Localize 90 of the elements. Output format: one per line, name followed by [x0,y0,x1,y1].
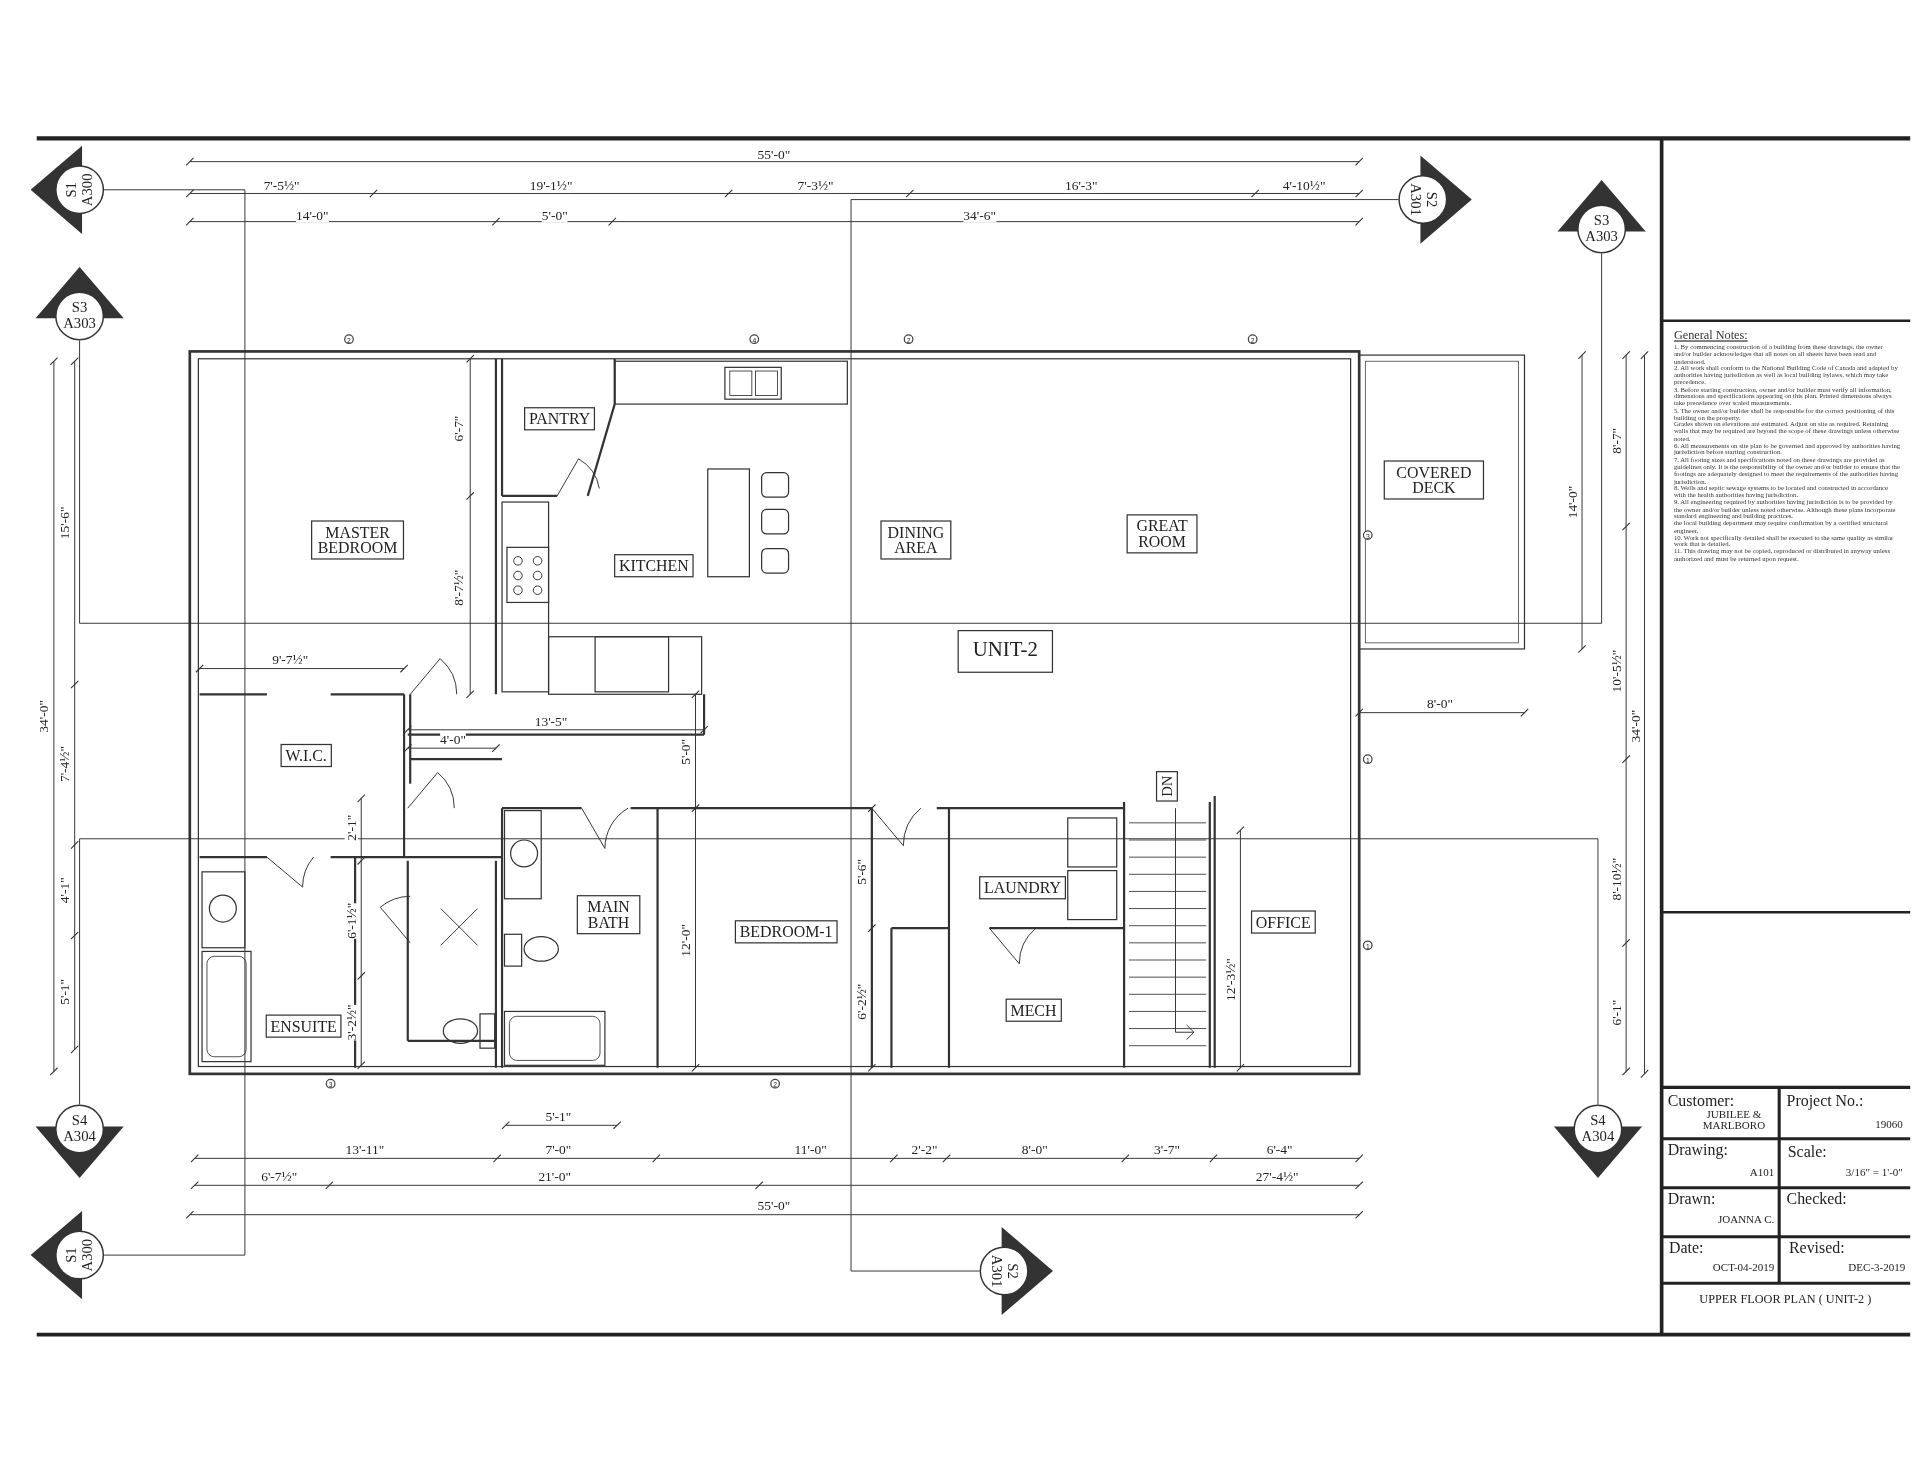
section-cut-line [103,189,246,1256]
dimension-label: 5'-1" [58,978,72,1005]
room-label: UNIT-2 [957,630,1054,673]
dimension-label: 2'-2" [911,1143,938,1157]
dimension-label: 8'-0" [1427,697,1453,711]
dimension-label: 12'-0" [679,924,693,957]
field-heading: Customer: [1667,1092,1735,1109]
sheet-number: A300 [79,1238,95,1272]
dimension-label: 6'-7" [452,415,466,442]
dimension-label: 7'-4½" [58,746,72,783]
dimension-label: 7'-5½" [263,179,300,193]
dimension-label: 16'-3" [1064,179,1098,193]
section-number: S2 [1004,1263,1020,1279]
dimension-label: 7'-0" [545,1143,572,1157]
dimension-label: 27'-4½" [1255,1170,1299,1184]
section-cut-line [79,253,1603,624]
dimension-label: 19'-1½" [529,179,573,193]
sheet-number: A301 [988,1254,1005,1288]
field-value: 19060 [1875,1119,1903,1131]
sheet-number: A304 [1581,1129,1615,1145]
notes-heading: General Notes: [1673,328,1749,342]
dimension-label: 5'-6" [855,858,869,885]
room-label: LAUNDRY [979,876,1066,900]
dimension-label: 4'-1" [58,877,72,904]
dimension-label: 3'-2½" [344,1004,359,1041]
room-label: KITCHEN [614,554,694,578]
dimension-label: 11'-0" [794,1143,827,1157]
dimension-label: 21'-0" [538,1170,571,1184]
dimension-label: 6'-1½" [344,902,359,939]
field-value: JOANNA C. [1717,1214,1775,1226]
sheet-number: A304 [63,1129,96,1145]
dimension-label: 12'-3½" [1223,958,1238,1001]
dimension-label: 4'-10½" [1282,179,1326,193]
field-heading: Scale: [1787,1143,1827,1160]
room-label: W.I.C. [280,743,332,768]
field-heading: Revised: [1789,1239,1845,1256]
room-label: MECH [1005,998,1062,1022]
dimension-label: 13'-11" [345,1143,385,1157]
field-value: DEC-3-2019 [1848,1262,1906,1274]
dimension-label: 6'-2½" [855,983,869,1020]
section-number: S1 [64,1247,80,1263]
stair-direction-label: DN [1155,770,1178,802]
dimension-label: 7'-3½" [797,179,834,193]
field-heading: Project No.: [1786,1092,1864,1109]
room-label: OFFICE [1250,910,1316,934]
dimension-label: 34'-0" [1629,709,1643,743]
dimension-label: 3'-7" [1154,1143,1180,1157]
sheet-number: A301 [1407,183,1423,216]
dimension-label: 8'-10½" [1609,857,1624,901]
dimension-label: 8'-7½" [452,569,466,606]
dimension-label: 6'-4" [1266,1143,1293,1157]
section-number: S2 [1422,191,1439,208]
section-number: S4 [71,1113,88,1129]
dimension-label: 2'-1" [344,814,359,841]
dimension-label: 6'-7½" [261,1170,298,1184]
room-label: GREAT ROOM [1126,514,1198,554]
field-value: JUBILEE & MARLBORO [1701,1109,1767,1132]
field-heading: Date: [1669,1239,1704,1256]
field-heading: Drawing: [1667,1141,1728,1158]
dimension-label: 15'-6" [58,506,72,540]
section-cut-line [79,838,1599,1105]
dimension-label: 5'-1" [545,1110,572,1124]
section-cut-line [850,199,1399,1272]
field-value: A101 [1749,1166,1775,1178]
dimension-label: 10'-5½" [1609,649,1624,693]
field-heading: Checked: [1786,1190,1847,1207]
section-number: S3 [71,300,88,316]
dimension-label: 9'-7½" [272,653,309,667]
field-value: OCT-04-2019 [1712,1262,1775,1274]
section-number: S3 [1593,213,1610,229]
room-label: ENSUITE [265,1014,342,1038]
dimension-label: 34'-0" [37,700,51,733]
room-label: MAIN BATH [576,895,641,935]
sheet-number: A303 [63,315,96,332]
room-label: BEDROOM-1 [734,920,838,944]
field-value: 3/16" = 1'-0" [1845,1166,1903,1178]
dimension-label: 55'-0" [757,1199,791,1213]
section-number: S1 [64,182,80,198]
dimension-label: 4'-0" [440,732,466,747]
room-label: MASTER BEDROOM [311,520,405,560]
dimension-label: 8'-0" [1021,1143,1048,1157]
drawing-title: UPPER FLOOR PLAN ( UNIT-2 ) [1698,1293,1873,1306]
dimension-label: 5'-0" [679,738,693,765]
room-label: COVERED DECK [1383,460,1485,500]
field-heading: Drawn: [1667,1190,1716,1207]
room-label: DINING AREA [880,520,952,560]
sheet-number: A300 [79,173,95,207]
section-number: S4 [1590,1113,1606,1129]
sheet-number: A303 [1585,229,1618,245]
room-label: PANTRY [524,407,596,431]
